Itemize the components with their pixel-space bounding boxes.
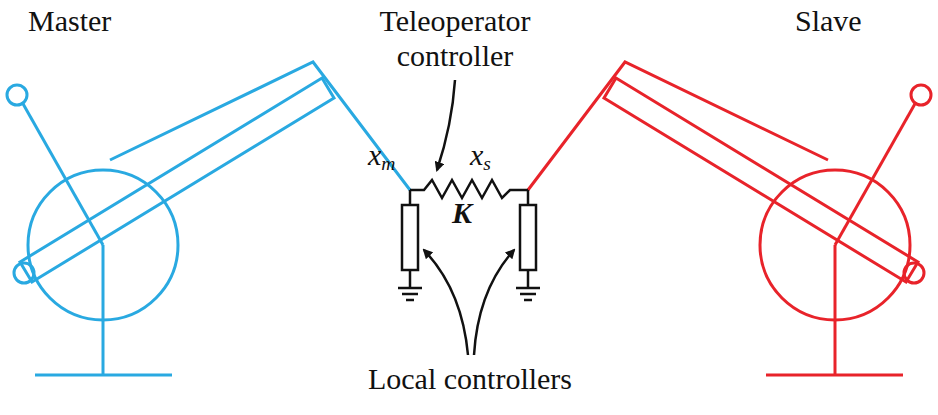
damper-symbol <box>398 190 540 300</box>
slave-robot <box>528 62 931 375</box>
controller-label: Teleoperator controller <box>348 4 563 73</box>
signal-name: xm <box>368 138 395 175</box>
spring-symbol <box>410 180 528 198</box>
gain-symbol: K <box>452 196 472 231</box>
controller-label: Local controllers <box>368 362 572 397</box>
signal-name: xs <box>470 138 491 175</box>
robot-name: Slave <box>795 4 862 39</box>
master-robot <box>7 62 410 375</box>
robot-name: Master <box>28 4 111 39</box>
pointer-arrow <box>424 80 514 355</box>
